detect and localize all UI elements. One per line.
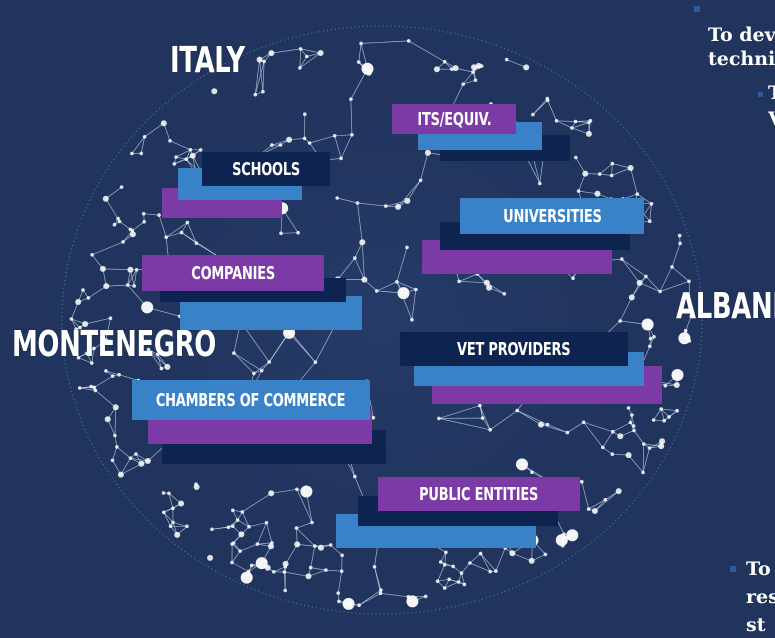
country-italy: ITALY bbox=[170, 40, 245, 81]
country-montenegro: MONTENEGRO bbox=[12, 324, 216, 365]
side-text-line2: techni bbox=[708, 46, 775, 72]
bullet-2 bbox=[758, 92, 763, 97]
bullet-1 bbox=[694, 6, 700, 12]
companies-label: COMPANIES bbox=[142, 255, 324, 291]
bullet-3 bbox=[730, 566, 736, 572]
chambers-label: CHAMBERS OF COMMERCE bbox=[132, 380, 370, 420]
side-text-line3: T bbox=[768, 80, 775, 106]
public-label: PUBLIC ENTITIES bbox=[378, 477, 580, 511]
vet-label: VET PROVIDERS bbox=[400, 332, 628, 366]
country-albania: ALBANIA bbox=[676, 286, 775, 327]
side-text-line4: V bbox=[768, 106, 775, 132]
side-text-line7: st bbox=[746, 612, 765, 638]
its-label: ITS/EQUIV. bbox=[392, 104, 516, 134]
side-text-line6: res bbox=[746, 584, 775, 610]
schools-label: SCHOOLS bbox=[202, 152, 330, 186]
side-text-line1: To dev bbox=[708, 22, 775, 48]
side-text-line5: To bbox=[746, 556, 771, 582]
universities-label: UNIVERSITIES bbox=[460, 198, 644, 234]
